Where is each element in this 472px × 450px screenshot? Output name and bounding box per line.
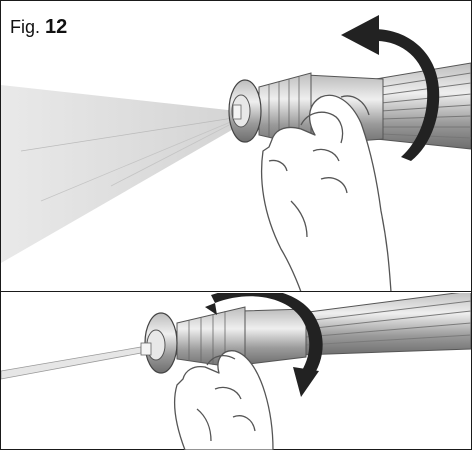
fan-spray-drawing bbox=[1, 15, 471, 292]
figure-label: Fig. 12 bbox=[10, 17, 67, 37]
jet-stream bbox=[1, 346, 142, 380]
hand-outline bbox=[260, 94, 392, 292]
hand-outline bbox=[173, 350, 274, 450]
illustration-fan-spray bbox=[1, 1, 471, 292]
illustration-jet-spray bbox=[1, 293, 471, 450]
rotation-arrow-icon bbox=[341, 15, 440, 161]
jet-spray-drawing bbox=[1, 293, 471, 450]
figure-label-number: 12 bbox=[45, 16, 68, 38]
rotation-arrow-icon bbox=[205, 293, 323, 397]
panel-divider bbox=[1, 291, 471, 292]
fan-spray bbox=[1, 85, 237, 263]
lance-hose bbox=[300, 293, 471, 356]
figure-label-prefix: Fig. bbox=[10, 17, 41, 37]
